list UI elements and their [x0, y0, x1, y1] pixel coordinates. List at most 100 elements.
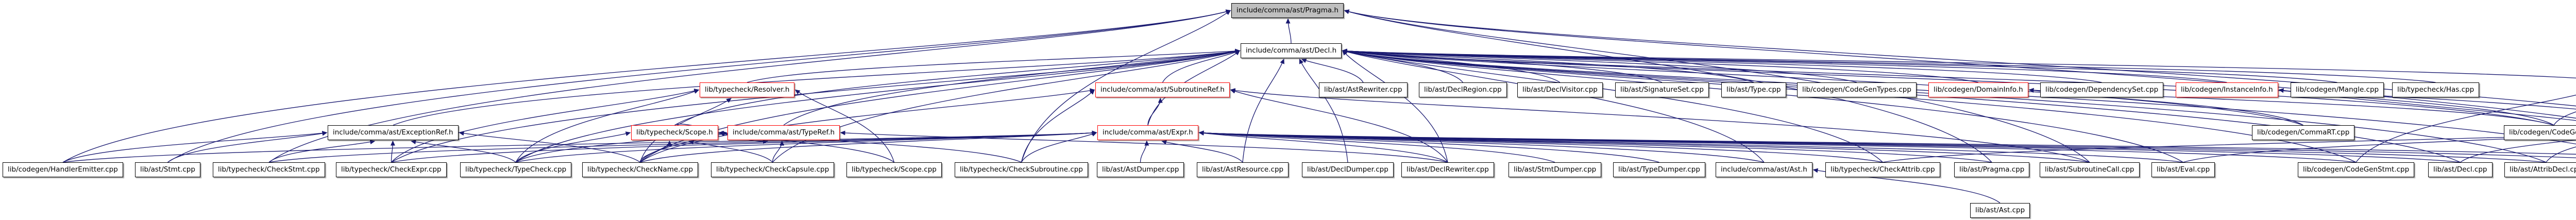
- include-edge-typecheck-cpp-to-scope-h: [515, 131, 631, 163]
- include-edge-resolver-h-to-decl-h: [747, 48, 1241, 83]
- include-edge-checkname-cpp-to-exceptionref-h: [459, 131, 640, 163]
- graph-node-checkexpr-cpp[interactable]: lib/typecheck/CheckExpr.cpp: [336, 162, 447, 177]
- graph-node-resolver-h[interactable]: lib/typecheck/Resolver.h: [700, 82, 795, 97]
- include-edge-pragma-cpp-to-expr-h: [1198, 130, 1992, 163]
- graph-node-exceptionref-h[interactable]: include/comma/ast/ExceptionRef.h: [328, 125, 459, 140]
- graph-node-declrewriter-cpp[interactable]: lib/ast/DeclRewriter.cpp: [1401, 162, 1494, 177]
- graph-node-pragma-cpp[interactable]: lib/ast/Pragma.cpp: [1954, 162, 2030, 177]
- graph-node-codegen-cpp[interactable]: lib/codegen/CodeGen.cpp: [2504, 125, 2576, 140]
- include-edge-astrewriter-cpp-to-decl-h: [1301, 58, 1364, 83]
- graph-node-handleremitter-cpp[interactable]: lib/codegen/HandlerEmitter.cpp: [3, 162, 123, 177]
- include-edge-typecheck-cpp-to-exceptionref-h: [411, 140, 516, 163]
- include-edge-scope-cpp-to-resolver-h: [794, 89, 895, 163]
- graph-node-scope-h[interactable]: lib/typecheck/Scope.h: [631, 125, 718, 140]
- graph-node-signatureset-cpp[interactable]: lib/ast/SignatureSet.cpp: [1615, 82, 1709, 97]
- graph-node-ast-h[interactable]: include/comma/ast/Ast.h: [1716, 162, 1812, 177]
- graph-node-mangle-cpp[interactable]: lib/codegen/Mangle.cpp: [2291, 82, 2384, 97]
- graph-node-checkname-cpp[interactable]: lib/typecheck/CheckName.cpp: [582, 162, 699, 177]
- include-edge-exceptionref-h-to-decl-h: [393, 49, 1241, 126]
- include-edge-astresource-cpp-to-expr-h: [1161, 140, 1243, 163]
- include-edge-handleremitter-cpp-to-exceptionref-h: [62, 130, 328, 163]
- graph-node-typeref-h[interactable]: include/comma/ast/TypeRef.h: [727, 125, 840, 140]
- include-edge-codegenroutine-cpp-to-pragma-h: [1344, 9, 2576, 107]
- graph-node-decl-cpp[interactable]: lib/ast/Decl.cpp: [2428, 162, 2493, 177]
- graph-node-codegentypes-cpp[interactable]: lib/codegen/CodeGenTypes.cpp: [1797, 82, 1917, 97]
- graph-node-commart-cpp[interactable]: lib/codegen/CommaRT.cpp: [2252, 125, 2355, 140]
- graph-node-ast-cpp[interactable]: lib/ast/Ast.cpp: [1970, 203, 2030, 218]
- graph-node-astresource-cpp[interactable]: lib/ast/AstResource.cpp: [1197, 162, 1289, 177]
- include-edge-expr-h-to-decl-h: [1147, 50, 1241, 126]
- graph-node-pragma-h: include/comma/ast/Pragma.h: [1231, 3, 1344, 18]
- include-edge-declrewriter-cpp-to-subroutineref-h: [1230, 89, 1448, 163]
- include-edge-subroutinecall-cpp-to-pragma-h: [1344, 9, 2090, 163]
- include-edge-instanceinfo-h-to-decl-h: [1342, 48, 2227, 83]
- graph-node-declvisitor-cpp[interactable]: lib/ast/DeclVisitor.cpp: [1517, 82, 1603, 97]
- graph-node-instanceinfo-h[interactable]: lib/codegen/InstanceInfo.h: [2176, 82, 2278, 97]
- include-edge-decldumper-cpp-to-decl-h: [1299, 58, 1348, 163]
- include-edge-stmtdumper-cpp-to-expr-h: [1198, 130, 1555, 163]
- include-edge-checkstmt-cpp-to-exceptionref-h: [268, 140, 376, 163]
- graph-node-subroutinecall-cpp[interactable]: lib/ast/SubroutineCall.cpp: [2040, 162, 2140, 177]
- include-edge-stmt-cpp-to-exceptionref-h: [167, 131, 328, 163]
- graph-node-astrewriter-cpp[interactable]: lib/ast/AstRewriter.cpp: [1319, 82, 1408, 97]
- graph-node-codegenstmt-cpp[interactable]: lib/codegen/CodeGenStmt.cpp: [2298, 162, 2415, 177]
- include-edge-stmt-cpp-to-pragma-h: [167, 9, 1231, 163]
- graph-node-scope-cpp[interactable]: lib/typecheck/Scope.cpp: [846, 162, 942, 177]
- graph-node-expr-h[interactable]: include/comma/ast/Expr.h: [1097, 125, 1198, 140]
- include-edge-handleremitter-cpp-to-pragma-h: [62, 9, 1231, 163]
- include-edge-codegenstmt-cpp-to-srinfo-h: [2355, 94, 2576, 163]
- graph-node-checksubroutine-cpp[interactable]: lib/typecheck/CheckSubroutine.cpp: [955, 162, 1088, 177]
- graph-node-checkcapsule-cpp[interactable]: lib/typecheck/CheckCapsule.cpp: [711, 162, 835, 177]
- graph-node-typedumper-cpp[interactable]: lib/ast/TypeDumper.cpp: [1613, 162, 1705, 177]
- include-edge-checkcapsule-cpp-to-decl-h: [772, 49, 1241, 163]
- include-edge-declrewriter-cpp-to-expr-h: [1198, 131, 1448, 163]
- graph-node-attribdecl-cpp[interactable]: lib/ast/AttribDecl.cpp: [2504, 162, 2576, 177]
- include-edge-scope-h-to-decl-h: [674, 49, 1241, 126]
- include-edge-checkcapsule-cpp-to-scope-h: [688, 140, 773, 163]
- include-edge-astdumper-cpp-to-expr-h: [1140, 140, 1149, 163]
- graph-node-subroutineref-h[interactable]: include/comma/ast/SubroutineRef.h: [1095, 82, 1230, 97]
- graph-node-checkstmt-cpp[interactable]: lib/typecheck/CheckStmt.cpp: [213, 162, 325, 177]
- include-edge-decl-cpp-to-attribdecl-h: [2460, 139, 2576, 163]
- graph-node-declregion-cpp[interactable]: lib/ast/DeclRegion.cpp: [1419, 82, 1507, 97]
- graph-node-stmt-cpp[interactable]: lib/ast/Stmt.cpp: [135, 162, 200, 177]
- include-edge-typecheck-cpp-to-resolver-h: [515, 89, 700, 163]
- include-edge-checkexpr-cpp-to-decl-h: [391, 49, 1241, 163]
- graph-node-dependencyset-cpp[interactable]: lib/codegen/DependencySet.cpp: [2040, 82, 2164, 97]
- include-edge-checkcapsule-cpp-to-typeref-h: [772, 140, 785, 163]
- include-edge-checkname-cpp-to-subroutineref-h: [640, 88, 1095, 163]
- include-edge-checkexpr-cpp-to-exceptionref-h: [390, 140, 395, 163]
- graph-node-has-cpp[interactable]: lib/typecheck/Has.cpp: [2392, 82, 2480, 97]
- include-edge-srinfo-h-to-decl-h: [1342, 48, 2576, 79]
- include-edge-typecheck-cpp-to-decl-h: [515, 49, 1241, 163]
- graph-node-domaininfo-h[interactable]: lib/codegen/DomainInfo.h: [1928, 82, 2028, 97]
- include-edge-attribdecl-cpp-to-attribdecl-h: [2546, 146, 2576, 163]
- graph-node-stmtdumper-cpp[interactable]: lib/ast/StmtDumper.cpp: [1509, 162, 1602, 177]
- graph-node-typecheck-cpp[interactable]: lib/typecheck/TypeCheck.cpp: [460, 162, 572, 177]
- graph-node-decl-h[interactable]: include/comma/ast/Decl.h: [1241, 43, 1342, 58]
- include-edge-codegentypes-cpp-to-decl-h: [1342, 48, 1857, 83]
- include-edge-type-cpp-to-decl-h: [1342, 48, 1754, 83]
- include-edge-handleremitter-cpp-to-expr-h: [62, 130, 1097, 163]
- graph-node-eval-cpp[interactable]: lib/ast/Eval.cpp: [2151, 162, 2215, 177]
- include-edge-typedumper-cpp-to-expr-h: [1198, 130, 1659, 163]
- include-edge-astresource-cpp-to-decl-h: [1242, 58, 1284, 163]
- include-edge-typeref-h-to-decl-h: [783, 49, 1241, 126]
- graph-node-decldumper-cpp[interactable]: lib/ast/DeclDumper.cpp: [1302, 162, 1394, 177]
- graph-node-type-cpp[interactable]: lib/ast/Type.cpp: [1721, 82, 1786, 97]
- include-edge-codegencall-cpp-to-pragma-h: [1344, 9, 2576, 119]
- include-edge-checkname-cpp-to-expr-h: [640, 130, 1097, 163]
- include-edge-codegen-cpp-to-srinfo-h: [2553, 111, 2576, 126]
- include-edge-checksubroutine-cpp-to-subroutineref-h: [1021, 89, 1095, 163]
- graph-node-checkattrib-cpp[interactable]: lib/typecheck/CheckAttrib.cpp: [1825, 162, 1940, 177]
- include-edge-expr-h-to-subroutineref-h: [1147, 97, 1163, 126]
- include-edge-codegencall-cpp-to-instanceinfo-h: [2278, 88, 2576, 121]
- include-edge-declrewriter-cpp-to-typeref-h: [840, 130, 1448, 163]
- include-edge-declrewriter-cpp-to-decl-h: [1342, 50, 1448, 163]
- include-edge-codegencall-cpp-to-expr-h: [1198, 130, 2576, 155]
- include-edge-checksubroutine-cpp-to-expr-h: [1021, 132, 1097, 163]
- graph-node-astdumper-cpp[interactable]: lib/ast/AstDumper.cpp: [1097, 162, 1184, 177]
- include-edge-codegen-cpp-to-decl-h: [1342, 49, 2554, 126]
